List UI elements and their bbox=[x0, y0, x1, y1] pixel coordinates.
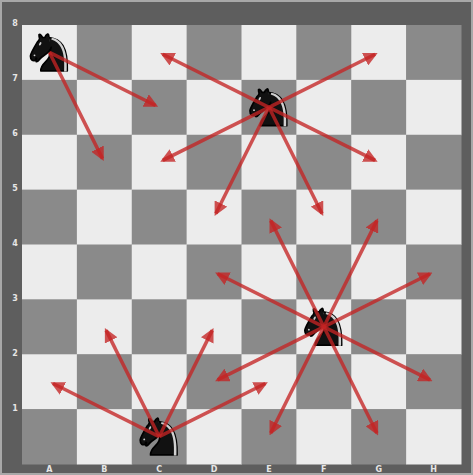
rank-label: 6 bbox=[12, 130, 18, 138]
board-square bbox=[132, 135, 187, 190]
move-arrows bbox=[49, 52, 430, 436]
board-square bbox=[296, 190, 351, 245]
move-arrow bbox=[324, 221, 377, 327]
board-square bbox=[406, 135, 461, 190]
squares bbox=[22, 25, 462, 465]
board-square bbox=[406, 299, 461, 354]
move-arrow bbox=[271, 327, 324, 433]
board-square bbox=[242, 25, 297, 80]
board-square bbox=[351, 190, 406, 245]
file-label: F bbox=[321, 466, 326, 474]
move-arrow bbox=[218, 327, 324, 380]
board-square bbox=[22, 409, 77, 464]
board-square bbox=[187, 299, 242, 354]
board-square bbox=[132, 299, 187, 354]
board-square bbox=[132, 25, 187, 80]
board-square bbox=[22, 245, 77, 300]
board-square bbox=[406, 80, 461, 135]
move-arrow bbox=[159, 383, 265, 436]
board-square bbox=[77, 299, 132, 354]
board-square bbox=[351, 80, 406, 135]
rank-label: 7 bbox=[12, 75, 18, 83]
move-arrow bbox=[49, 52, 102, 158]
board-square bbox=[296, 409, 351, 464]
move-arrow bbox=[159, 330, 212, 436]
move-arrow bbox=[269, 107, 375, 160]
move-arrow bbox=[271, 221, 324, 327]
file-label: E bbox=[266, 466, 271, 474]
board-square bbox=[406, 25, 461, 80]
file-label: B bbox=[101, 466, 107, 474]
move-arrow bbox=[163, 54, 269, 107]
board-square bbox=[22, 135, 77, 190]
file-label: H bbox=[430, 466, 437, 474]
board-square bbox=[22, 190, 77, 245]
file-label: G bbox=[375, 466, 382, 474]
board-square bbox=[77, 245, 132, 300]
move-arrow bbox=[324, 274, 430, 327]
board-square bbox=[406, 190, 461, 245]
move-arrow bbox=[106, 330, 159, 436]
move-arrow bbox=[163, 107, 269, 160]
move-arrow bbox=[216, 107, 269, 213]
board-square bbox=[242, 190, 297, 245]
board-square bbox=[132, 190, 187, 245]
board-square bbox=[187, 190, 242, 245]
file-label: C bbox=[156, 466, 162, 474]
file-label: D bbox=[211, 466, 218, 474]
board-square bbox=[406, 409, 461, 464]
board-square bbox=[406, 354, 461, 409]
board-square bbox=[351, 135, 406, 190]
board-square bbox=[351, 25, 406, 80]
rank-label: 8 bbox=[12, 20, 18, 28]
file-label: A bbox=[46, 466, 52, 474]
move-arrow bbox=[53, 383, 159, 436]
move-arrow bbox=[269, 54, 375, 107]
move-arrow bbox=[49, 52, 155, 105]
board-square bbox=[296, 25, 351, 80]
rank-label: 1 bbox=[12, 405, 18, 413]
rank-label: 2 bbox=[12, 350, 18, 358]
move-arrow bbox=[324, 327, 377, 433]
board-square bbox=[22, 354, 77, 409]
board-square bbox=[242, 409, 297, 464]
board-square bbox=[351, 409, 406, 464]
board-square bbox=[132, 80, 187, 135]
rank-label: 3 bbox=[12, 295, 18, 303]
rank-label: 4 bbox=[12, 240, 18, 248]
rank-label: 5 bbox=[12, 185, 18, 193]
board-square bbox=[77, 190, 132, 245]
board-square bbox=[132, 245, 187, 300]
move-arrow bbox=[324, 327, 430, 380]
board-square bbox=[77, 135, 132, 190]
move-arrow bbox=[269, 107, 322, 213]
move-arrow bbox=[218, 274, 324, 327]
board-square bbox=[406, 245, 461, 300]
board-square bbox=[22, 299, 77, 354]
board-square bbox=[187, 245, 242, 300]
knights bbox=[30, 34, 341, 455]
